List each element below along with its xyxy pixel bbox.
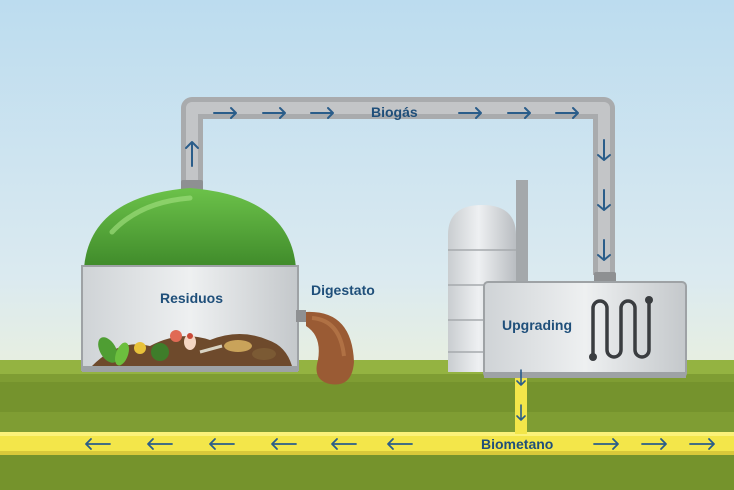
arrow-left-icon: [147, 438, 173, 450]
arrow-left-icon: [331, 438, 357, 450]
arrow-down-icon: [597, 139, 611, 161]
biomethane-flow-arrows: [85, 438, 715, 450]
riser-flow-arrows: [516, 369, 526, 421]
arrow-right-icon: [262, 107, 286, 119]
arrow-right-icon: [689, 438, 715, 450]
arrow-right-icon: [458, 107, 482, 119]
biomethane-pipe: [0, 432, 734, 455]
arrow-right-icon: [507, 107, 531, 119]
digestate-outlet: [306, 311, 354, 385]
arrow-down-icon: [516, 404, 526, 421]
arrow-right-icon: [593, 438, 619, 450]
biogas-label: Biogás: [371, 104, 418, 120]
biogas-flow-arrows: [185, 107, 611, 261]
arrow-down-icon: [597, 239, 611, 261]
arrow-right-icon: [213, 107, 237, 119]
chimney: [516, 180, 528, 290]
digestato-label: Digestato: [311, 282, 375, 298]
arrow-left-icon: [387, 438, 413, 450]
arrow-down-icon: [597, 189, 611, 211]
arrow-up-icon: [185, 141, 199, 167]
arrow-down-icon: [516, 369, 526, 386]
arrow-right-icon: [641, 438, 667, 450]
digester-dome: [84, 188, 296, 268]
residuos-label: Residuos: [160, 290, 224, 306]
arrow-right-icon: [555, 107, 579, 119]
arrow-left-icon: [271, 438, 297, 450]
organic-waste-pile: [92, 330, 292, 366]
arrow-left-icon: [85, 438, 111, 450]
upgrading-label: Upgrading: [502, 317, 572, 333]
biometano-label: Biometano: [481, 436, 554, 452]
filter-coil-icon: [591, 299, 651, 359]
arrow-left-icon: [209, 438, 235, 450]
arrow-right-icon: [310, 107, 334, 119]
